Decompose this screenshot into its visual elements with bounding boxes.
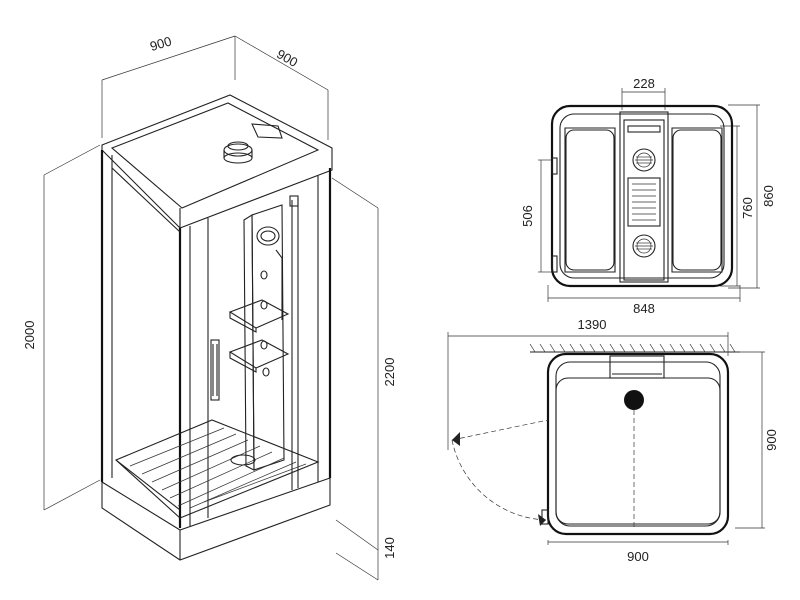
plan-dimension-lines (447, 332, 765, 545)
plan-outline (541, 352, 730, 536)
top-side-depth-label: 506 (520, 205, 535, 227)
plan-door-swing-label: 1390 (578, 317, 607, 332)
iso-tray-height-label: 140 (382, 537, 397, 559)
plan-view: 1390 900 900 (447, 317, 779, 564)
shower-column (228, 195, 299, 490)
side-towel-rail (210, 339, 220, 401)
overhead-shower-head (223, 141, 253, 164)
iso-depth-label: 900 (274, 46, 300, 70)
top-view: 228 848 860 760 506 (520, 76, 776, 316)
top-total-width-label: 848 (633, 301, 655, 316)
iso-height-left-label: 2000 (22, 321, 37, 350)
isometric-view: 900 900 2000 2200 140 (22, 33, 397, 581)
top-depth-outer-label: 860 (761, 185, 776, 207)
iso-dimension-lines (43, 35, 379, 581)
plan-depth-label: 900 (764, 429, 779, 451)
shower-tray (101, 419, 331, 561)
iso-width-label: 900 (148, 33, 173, 54)
iso-height-right-label: 2200 (382, 358, 397, 387)
top-view-outline (550, 104, 734, 288)
top-depth-inner-label: 760 (740, 197, 755, 219)
top-panel-width-label: 228 (633, 76, 655, 91)
drain-icon (624, 390, 644, 410)
cabin-frame (100, 150, 332, 528)
plan-width-label: 900 (627, 549, 649, 564)
plan-wall (529, 343, 740, 353)
door-swing-arc (451, 419, 549, 526)
